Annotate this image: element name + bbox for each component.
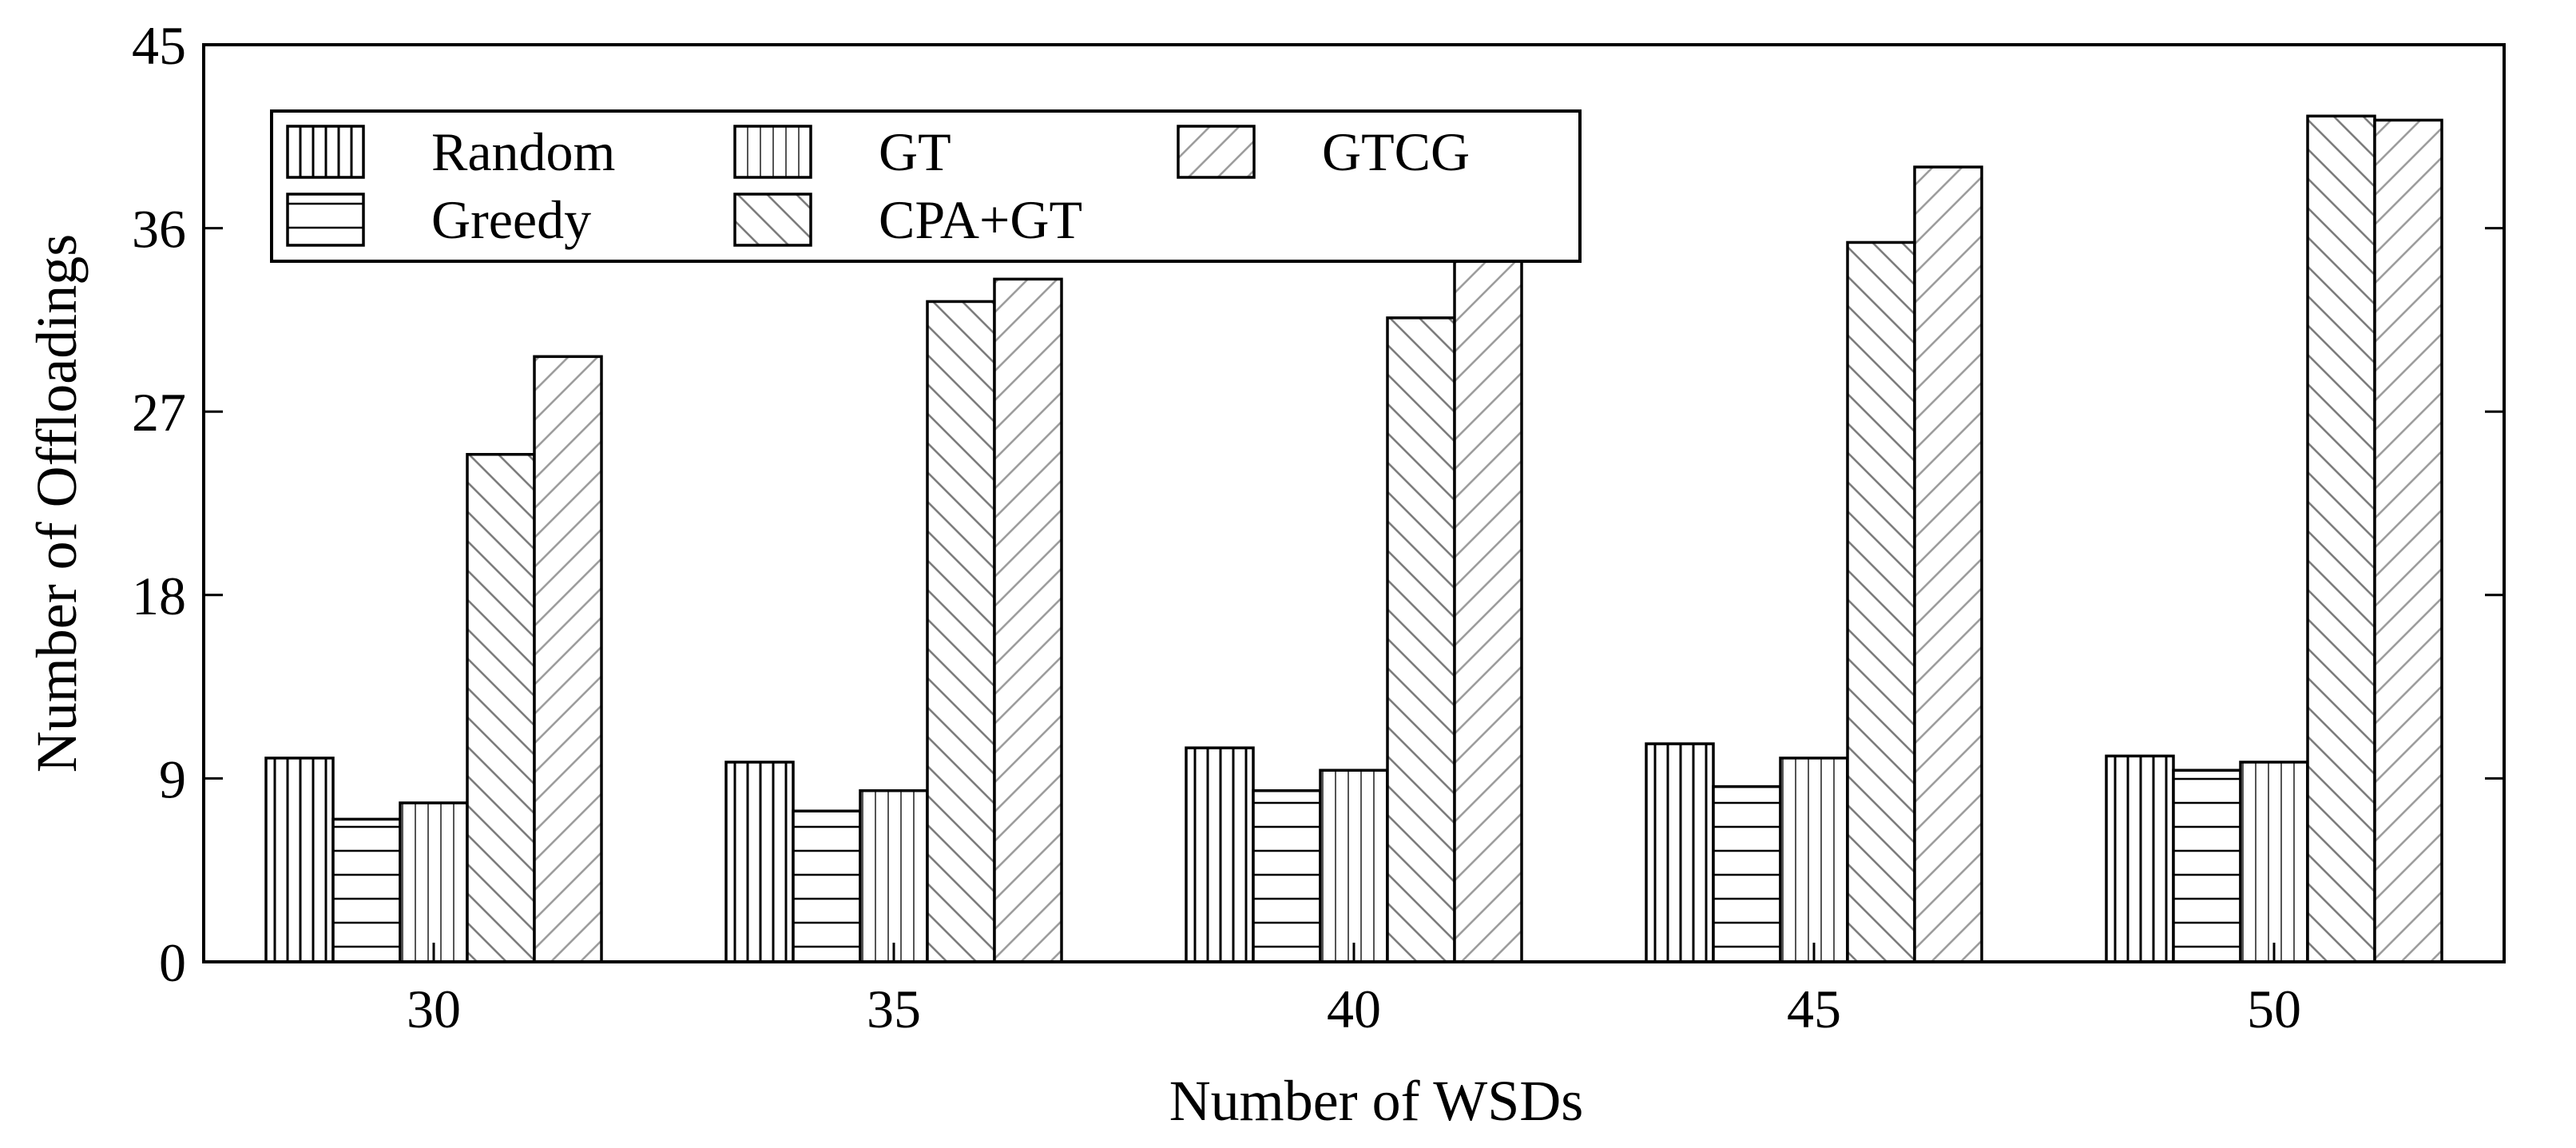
x-tick-label: 45 — [1787, 979, 1841, 1039]
bar-gt-50 — [2239, 761, 2309, 963]
bar-random-30 — [264, 757, 335, 963]
bar-gt-35 — [859, 789, 929, 963]
bar-gtcg-30 — [533, 355, 603, 963]
bar-gtcg-35 — [993, 277, 1063, 963]
legend-label-random: Random — [431, 121, 615, 182]
legend-swatch-random — [286, 125, 365, 179]
y-tick-label: 36 — [132, 199, 186, 260]
bar-cpa-gt-30 — [466, 453, 536, 963]
bar-gt-30 — [399, 801, 469, 963]
bar-gtcg-40 — [1453, 206, 1523, 963]
x-axis: 30 35 40 45 50 — [407, 943, 2301, 1039]
bar-greedy-40 — [1252, 789, 1322, 963]
bar-cpa-gt-35 — [926, 300, 996, 963]
y-axis-label: Number of Offloadings — [25, 234, 89, 773]
y-tick-label: 0 — [159, 932, 186, 993]
bar-random-35 — [724, 761, 795, 963]
x-tick-label: 50 — [2247, 979, 2301, 1039]
legend-swatch-greedy — [286, 193, 365, 247]
legend-label-greedy: Greedy — [431, 189, 591, 250]
y-tick-label: 9 — [159, 749, 186, 809]
bar-gt-40 — [1319, 769, 1389, 963]
y-tick-label: 45 — [132, 15, 186, 76]
legend-label-cpa-gt: CPA+GT — [879, 189, 1082, 250]
bar-random-45 — [1645, 742, 1715, 963]
legend-swatch-gtcg — [1177, 125, 1256, 179]
x-axis-label: Number of WSDs — [1169, 1069, 1584, 1133]
y-tick-label: 18 — [132, 566, 186, 626]
legend-swatch-cpa-gt — [733, 193, 812, 247]
bar-greedy-35 — [792, 809, 862, 963]
bar-cpa-gt-40 — [1386, 316, 1456, 963]
legend-box — [270, 109, 1582, 263]
bar-random-50 — [2105, 754, 2175, 963]
bars-group — [264, 114, 2443, 963]
bar-gt-45 — [1779, 757, 1849, 963]
bar-gtcg-50 — [2373, 118, 2443, 963]
bar-greedy-50 — [2172, 769, 2242, 963]
bar-random-40 — [1185, 746, 1255, 963]
legend-label-gt: GT — [879, 121, 951, 182]
x-tick-label: 35 — [867, 979, 921, 1039]
bar-cpa-gt-45 — [1846, 240, 1916, 963]
y-axis: 0 9 18 27 36 45 — [132, 15, 2504, 993]
x-tick-label: 40 — [1327, 979, 1381, 1039]
x-tick-label: 30 — [407, 979, 461, 1039]
legend-swatch-gt — [733, 125, 812, 179]
bar-cpa-gt-50 — [2306, 114, 2376, 963]
legend-label-gtcg: GTCG — [1322, 121, 1470, 182]
bar-greedy-30 — [331, 817, 402, 963]
y-tick-label: 27 — [132, 382, 186, 443]
bar-greedy-45 — [1712, 785, 1782, 963]
bar-gtcg-45 — [1913, 165, 1983, 963]
